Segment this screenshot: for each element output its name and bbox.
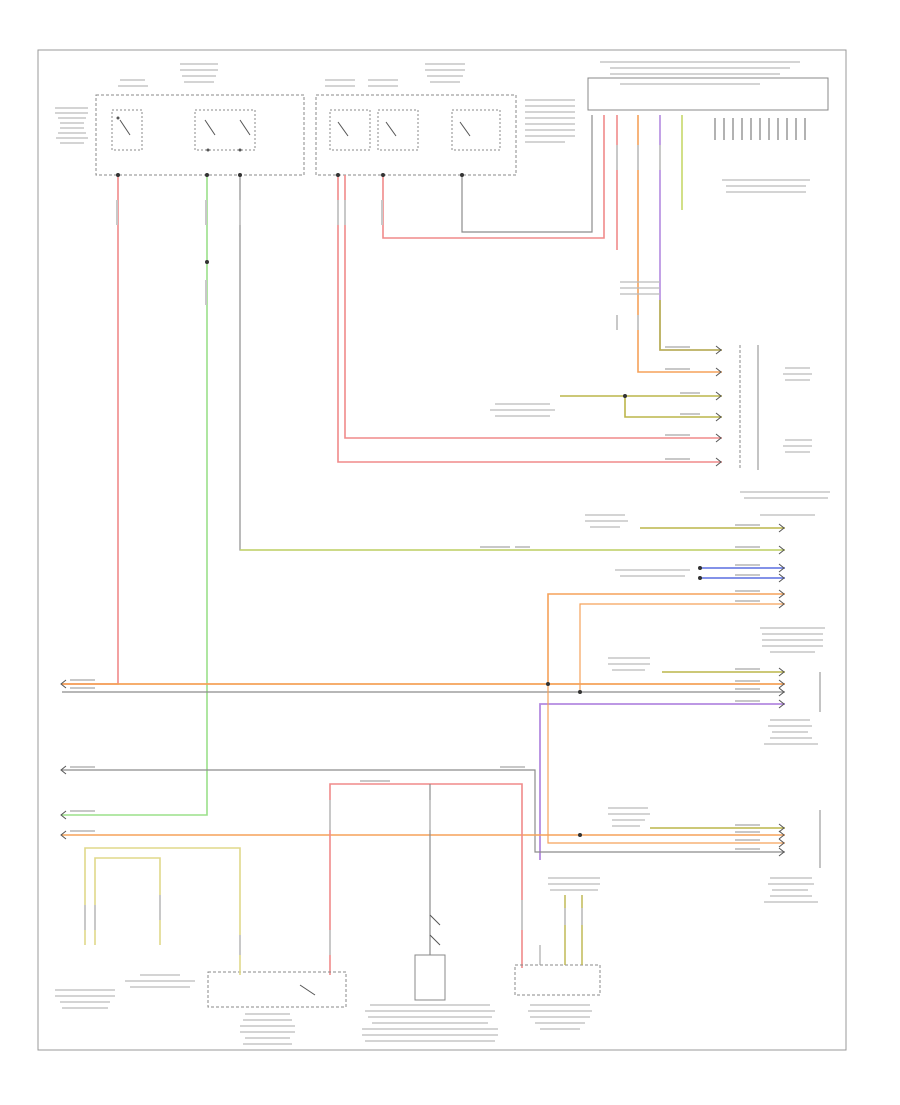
wire-gray-left bbox=[239, 175, 785, 551]
wire-red-bottom-1 bbox=[329, 783, 523, 975]
module-connector bbox=[620, 281, 660, 295]
control-module-top-right bbox=[587, 61, 829, 193]
right-sensor-upper-group bbox=[739, 345, 812, 470]
brake-switch-box bbox=[362, 914, 498, 1042]
wire-orange-module-2 bbox=[637, 115, 722, 373]
wire-gray-long-2 bbox=[62, 769, 785, 853]
splice-points bbox=[116, 173, 702, 837]
fuse-block-left bbox=[55, 63, 305, 176]
wire-orange-mid-1 bbox=[547, 593, 785, 684]
instrument-cluster bbox=[585, 491, 830, 579]
clock-spring-box bbox=[514, 877, 601, 1030]
right-sensor-middle bbox=[608, 627, 825, 745]
wire-orange-long-3 bbox=[547, 684, 785, 844]
wire-red-center-1 bbox=[344, 175, 722, 439]
wire-red-center-3 bbox=[382, 115, 605, 239]
wire-gray-center bbox=[461, 115, 593, 233]
connector-arrows bbox=[60, 345, 785, 857]
wire-red-left bbox=[62, 175, 119, 685]
wire-orange-mid-2 bbox=[579, 603, 785, 692]
diagram-frame bbox=[37, 49, 847, 1051]
wire-yellow-bottom-left-1 bbox=[84, 847, 241, 975]
bottom-relay-box bbox=[207, 971, 347, 1045]
fuse-block-center bbox=[315, 63, 575, 176]
wire-tags bbox=[70, 145, 760, 955]
wire-olive-upper-2 bbox=[624, 396, 722, 418]
wire-olive-module bbox=[659, 300, 722, 351]
wire-violet-module bbox=[659, 115, 722, 351]
wire-yellow-bottom-left-2 bbox=[94, 857, 161, 945]
wire-green-left bbox=[62, 175, 208, 816]
wire-violet-long bbox=[539, 703, 785, 860]
wire-red-center-2 bbox=[337, 175, 722, 463]
bottom-left-labels bbox=[55, 974, 195, 1009]
right-sensor-lower bbox=[608, 807, 821, 903]
